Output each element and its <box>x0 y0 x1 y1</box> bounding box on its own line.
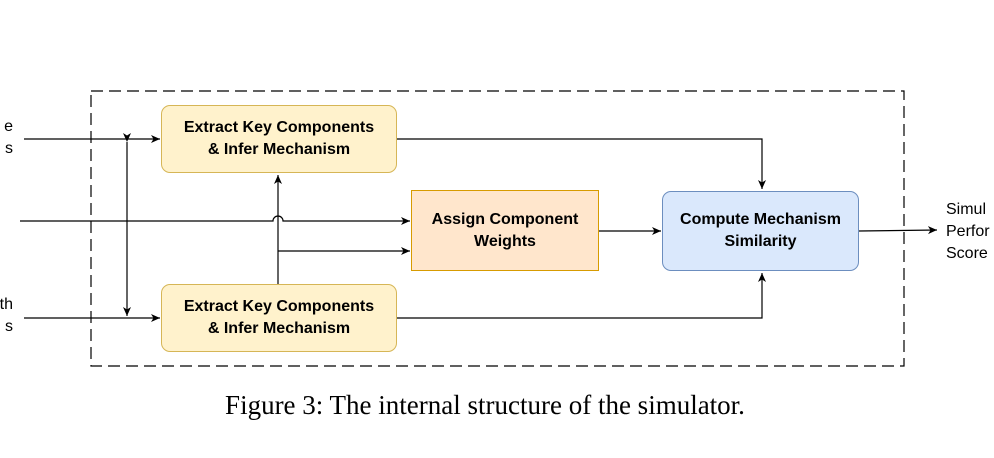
node-assign-weights: Assign Component Weights <box>411 190 599 271</box>
node-extract-top-line-1: Extract Key Components <box>183 119 375 136</box>
node-extract-bottom-line-2: & Infer Mechanism <box>207 320 351 337</box>
output-label: Simul Perfor Score <box>946 199 990 265</box>
node-extract-bottom-line-1: Extract Key Components <box>183 298 375 315</box>
input-label-bottom-line-1: th <box>0 296 13 313</box>
node-extract-bottom: Extract Key Components & Infer Mechanism <box>161 284 397 352</box>
node-compute-similarity-line-2: Similarity <box>724 233 797 250</box>
node-assign-weights-line-2: Weights <box>474 232 536 250</box>
output-label-line-2: Perfor <box>946 223 990 240</box>
figure-caption: Figure 3: The internal structure of the … <box>225 390 745 420</box>
node-compute-similarity: Compute Mechanism Similarity <box>662 191 859 271</box>
node-extract-top-line-2: & Infer Mechanism <box>207 141 351 158</box>
node-extract-top: Extract Key Components & Infer Mechanism <box>161 105 397 173</box>
input-label-bottom: th s <box>0 294 13 338</box>
input-label-top-line-2: s <box>5 140 13 157</box>
simulator-boundary <box>90 90 905 367</box>
output-label-line-1: Simul <box>946 201 987 218</box>
output-label-line-3: Score <box>946 245 988 262</box>
node-assign-weights-line-1: Assign Component <box>431 210 579 228</box>
input-label-bottom-line-2: s <box>5 318 13 335</box>
input-label-top-line-1: e <box>4 118 13 135</box>
node-compute-similarity-line-1: Compute Mechanism <box>680 211 841 228</box>
edge-input-middle-to-assign-weights <box>20 215 410 225</box>
edge-compute-to-output <box>858 226 938 235</box>
edge-extract-bottom-to-compute <box>397 273 766 319</box>
edge-extract-top-to-compute <box>397 138 766 189</box>
input-label-top: e s <box>4 116 13 160</box>
